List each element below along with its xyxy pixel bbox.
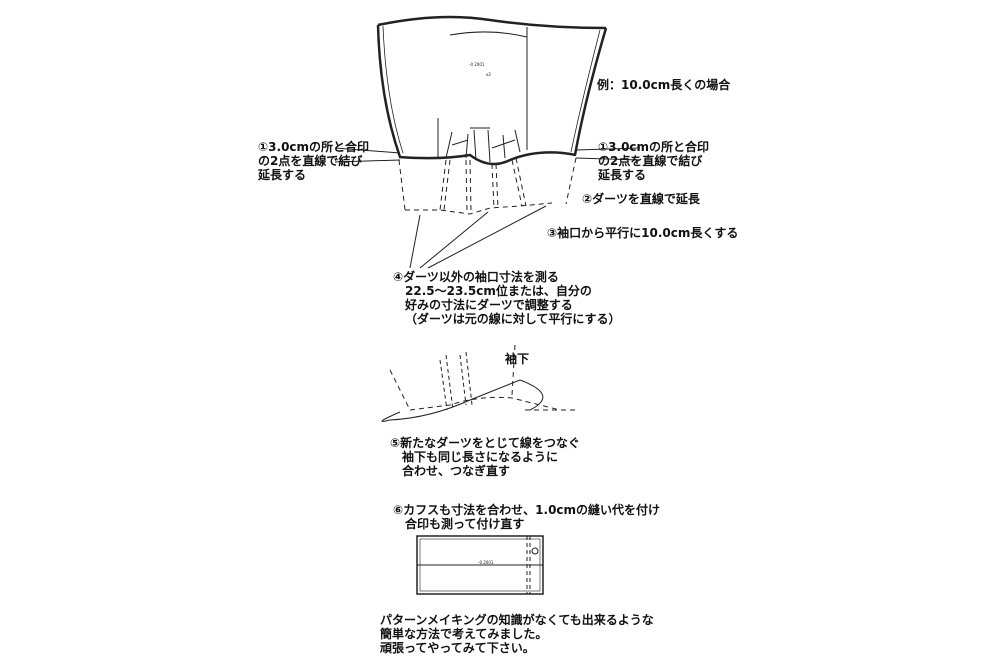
note-line: 22.5～23.5cm位または、自分の xyxy=(405,284,592,298)
note-line: の2点を直線で結び xyxy=(598,154,703,168)
sleeve-pattern xyxy=(376,15,608,215)
underarm-label: 袖下 xyxy=(505,352,530,366)
note-line: ④ダーツ以外の袖口寸法を測る xyxy=(393,270,559,284)
note-line: 延長する xyxy=(598,168,647,182)
callout-arrows xyxy=(334,147,641,269)
note-line: パターンメイキングの知識がなくても出来るような xyxy=(380,613,654,627)
cuff-code-mark: -0 2001 xyxy=(478,560,494,565)
cuff-pattern xyxy=(416,535,544,595)
step3-note: ③袖口から平行に10.0cm長くする xyxy=(547,226,739,240)
note-line: ①3.0cmの所と合印 xyxy=(258,140,370,154)
step4-note: ④ダーツ以外の袖口寸法を測る 22.5～23.5cm位または、自分の 好みの寸法… xyxy=(393,270,621,326)
note-line: 頑張ってやってみて下さい。 xyxy=(380,641,535,655)
example-label: 例：10.0cm長くの場合 xyxy=(597,78,731,92)
pattern-code-mark: -0 2001 xyxy=(469,62,485,67)
note-line: の2点を直線で結び xyxy=(258,154,363,168)
step5-note: ⑤新たなダーツをとじて線をつなぐ 袖下も同じ長さになるように 合わせ、つなぎ直す xyxy=(390,436,580,478)
closing-note: パターンメイキングの知識がなくても出来るような 簡単な方法で考えてみました。 頑… xyxy=(380,613,654,655)
step1-right-note: ①3.0cmの所と合印 の2点を直線で結び 延長する xyxy=(598,140,709,182)
note-line: （ダーツは元の線に対して平行にする） xyxy=(405,312,621,326)
step2-note: ②ダーツを直線で延長 xyxy=(582,192,700,206)
note-line: ⑥カフスも寸法を合わせ、1.0cmの縫い代を付け xyxy=(393,503,661,517)
note-line: 延長する xyxy=(258,168,307,182)
note-line: 袖下も同じ長さになるように xyxy=(402,450,559,464)
step1-left-note: ①3.0cmの所と合印 の2点を直線で結び 延長する xyxy=(258,140,369,182)
pattern-count-mark: x2 xyxy=(486,72,491,77)
dart-closing-sketch xyxy=(381,344,575,422)
note-line: ①3.0cmの所と合印 xyxy=(598,140,710,154)
note-line: ⑤新たなダーツをとじて線をつなぐ xyxy=(390,436,580,450)
note-line: 合印も測って付け直す xyxy=(405,517,525,531)
note-line: 好みの寸法にダーツで調整する xyxy=(405,298,573,312)
note-line: 合わせ、つなぎ直す xyxy=(402,464,511,478)
step6-note: ⑥カフスも寸法を合わせ、1.0cmの縫い代を付け 合印も測って付け直す xyxy=(393,503,660,531)
note-line: 簡単な方法で考えてみました。 xyxy=(380,627,548,641)
